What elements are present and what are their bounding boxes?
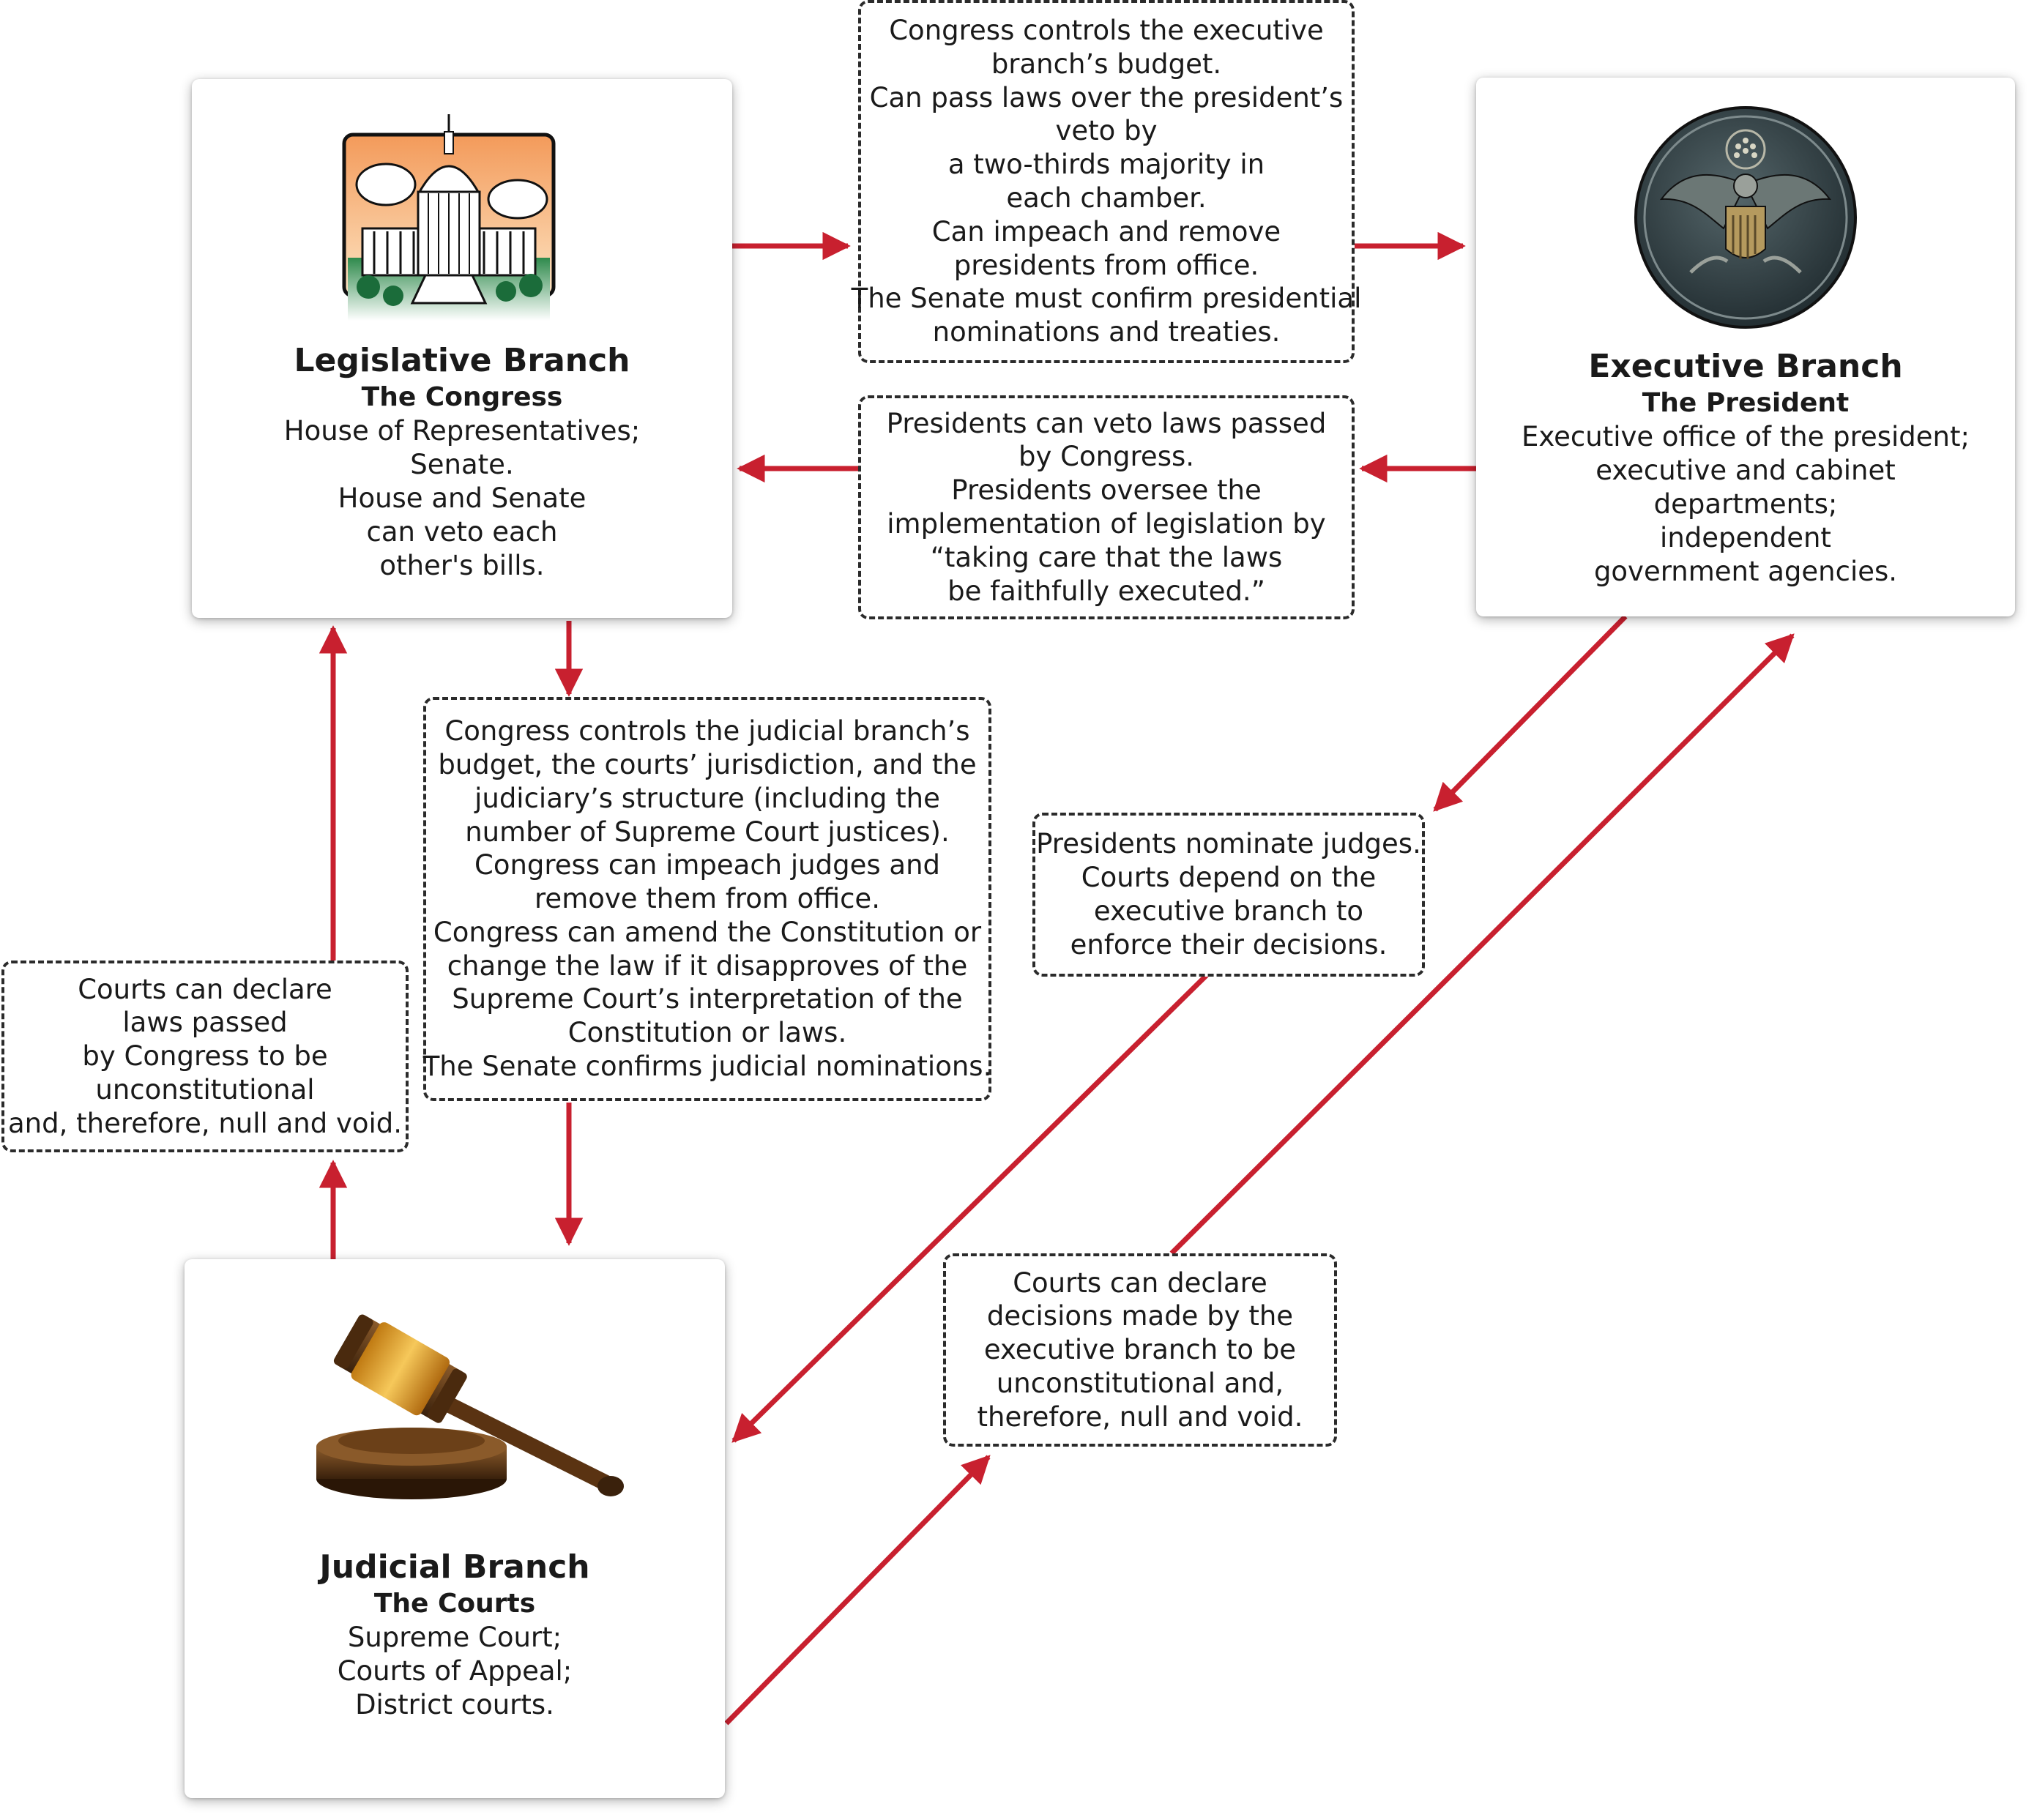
note-courts-check-congress: Courts can declare laws passed by Congre…: [1, 961, 409, 1152]
legislative-subtitle: The Congress: [361, 382, 563, 412]
note-president-checks-congress: Presidents can veto laws passed by Congr…: [858, 395, 1355, 619]
executive-description: Executive office of the president; execu…: [1522, 421, 1970, 587]
presidential-seal-icon: [1634, 106, 1857, 329]
note-congress-checks-president: Congress controls the executive branch’s…: [852, 0, 1361, 363]
arrow-jud-note-to-jud-diag: [731, 973, 1209, 1443]
executive-title: Executive Branch: [1588, 348, 1903, 385]
arrow-exec-note-to-exec-diag: [1169, 633, 1795, 1256]
note-president-checks-courts: Presidents nominate judges. Courts depen…: [1032, 813, 1425, 977]
legislative-description: House of Representatives; Senate. House …: [283, 415, 641, 581]
judicial-subtitle: The Courts: [373, 1589, 536, 1619]
capitol-building-icon: [342, 114, 556, 321]
judicial-title: Judicial Branch: [319, 1548, 590, 1586]
arrow-exec-to-jud-note: [1433, 614, 1628, 812]
gavel-icon: [316, 1314, 624, 1499]
legislative-title: Legislative Branch: [294, 342, 630, 379]
executive-branch-box: Executive Branch The President Executive…: [1476, 78, 2015, 616]
executive-subtitle: The President: [1642, 388, 1850, 418]
judicial-description: Supreme Court; Courts of Appeal; Distric…: [337, 1622, 573, 1720]
legislative-branch-box: Legislative Branch The Congress House of…: [192, 79, 732, 618]
arrow-jud-to-exec-note: [724, 1455, 991, 1726]
judicial-branch-box: Judicial Branch The Courts Supreme Court…: [185, 1259, 725, 1798]
note-courts-check-president: Courts can declare decisions made by the…: [943, 1253, 1337, 1447]
note-congress-checks-courts: Congress controls the judicial branch’s …: [423, 697, 991, 1101]
